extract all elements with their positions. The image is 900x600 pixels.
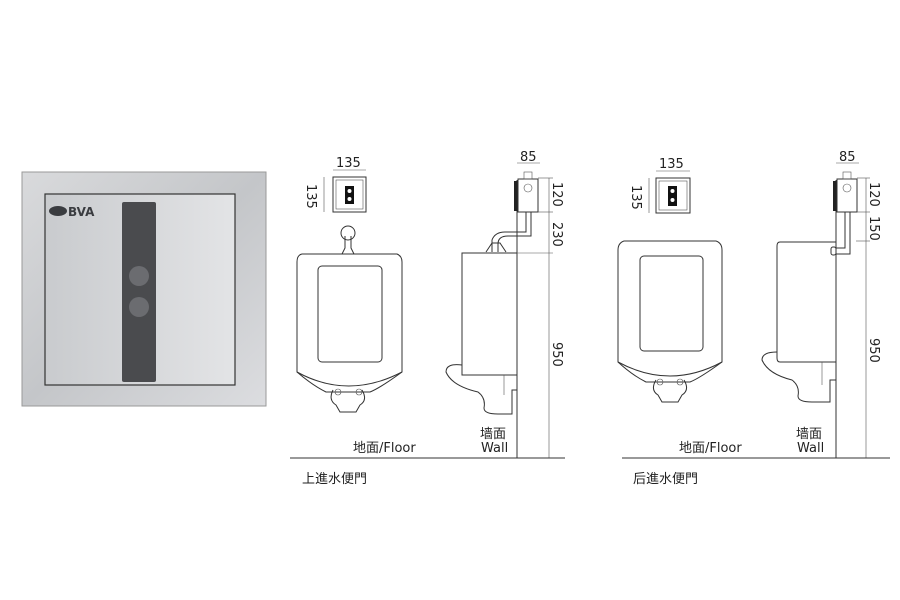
wall-label-en: Wall — [481, 441, 508, 456]
diagram-top-inlet: 135 135 85 120 230 950 地面/Floor — [290, 150, 565, 487]
dim-valve-height: 120 — [549, 182, 564, 207]
diagram-title: 后進水便門 — [633, 472, 698, 487]
sensor-eye-icon — [129, 297, 149, 317]
dim-valve-depth: 85 — [839, 150, 856, 165]
product-photo: BVA — [21, 171, 267, 407]
brand-logo-icon — [49, 206, 67, 216]
dim-pipe-height: 150 — [866, 216, 881, 241]
wall-label-en: Wall — [797, 441, 824, 456]
wall-label-cn: 墙面 — [796, 427, 822, 442]
dim-mount-height: 950 — [549, 342, 564, 367]
dim-mount-height: 950 — [866, 338, 881, 363]
diagram-rear-inlet: 135 135 85 120 150 950 地面/Floor 墙面 — [617, 150, 890, 487]
diagram-title: 上進水便門 — [302, 472, 367, 487]
wall-label-cn: 墙面 — [480, 427, 506, 442]
dim-valve-depth: 85 — [520, 150, 537, 165]
sensor-window — [122, 202, 156, 382]
dim-top-height: 135 — [303, 184, 318, 209]
dim-valve-height: 120 — [866, 182, 881, 207]
dim-pipe-height: 230 — [549, 222, 564, 247]
sensor-eye-icon — [129, 266, 149, 286]
brand-logo: BVA — [68, 205, 95, 219]
dim-top-width: 135 — [659, 157, 684, 172]
floor-label: 地面/Floor — [679, 441, 742, 456]
dim-top-height: 135 — [628, 185, 643, 210]
floor-label: 地面/Floor — [353, 441, 416, 456]
dim-top-width: 135 — [336, 156, 361, 171]
